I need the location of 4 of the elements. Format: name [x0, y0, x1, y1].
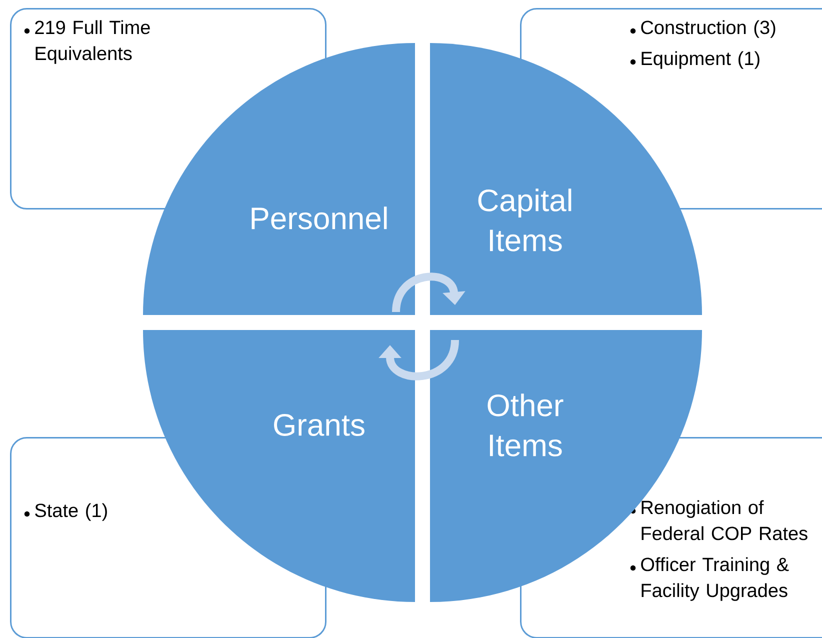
quadrant-sector: Grants: [143, 330, 415, 602]
quadrant-sector: Personnel: [143, 43, 415, 315]
cycle-arrow: [378, 340, 459, 380]
cycle-arrow: [392, 272, 466, 312]
